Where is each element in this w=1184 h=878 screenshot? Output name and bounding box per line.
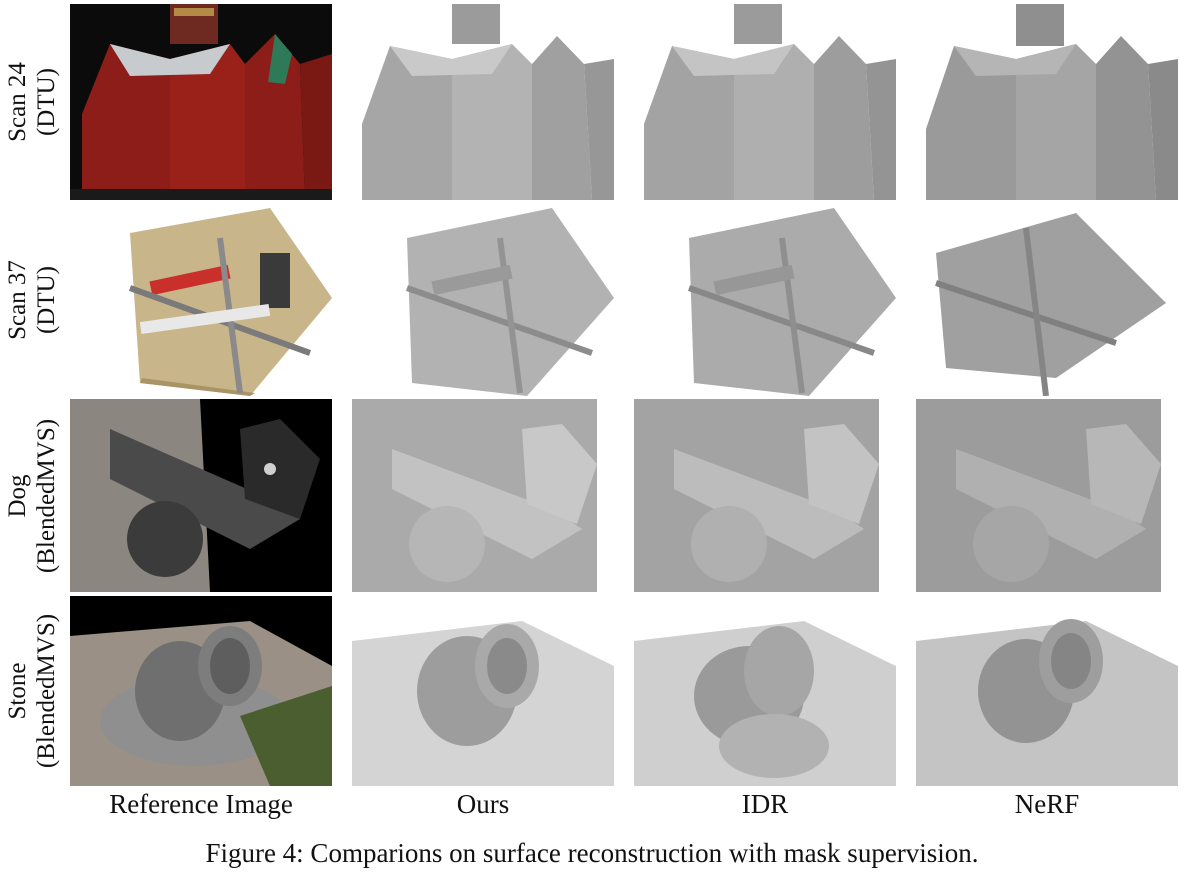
column-label-nerf: NeRF [1014,789,1080,819]
reference-image-stone [70,596,332,786]
render-idr-stone [634,596,896,786]
row-label-stone: Stone(BlendedMVS) [4,613,60,769]
render-ours-dog [352,399,614,592]
reference-image-scan37 [70,203,332,396]
reference-image-scan24 [70,4,332,200]
render-nerf-scan24 [916,4,1178,200]
reference-image-dog [70,399,332,592]
render-nerf-dog [916,399,1178,592]
render-ours-scan37 [352,203,614,396]
column-label-idr: IDR [741,789,789,819]
figure-caption: Figure 4: Comparions on surface reconstr… [205,838,979,868]
render-idr-scan37 [634,203,896,396]
row-label-scan37: Scan 37(DTU) [4,259,61,340]
render-ours-stone [352,596,614,786]
column-label-ours: Ours [456,789,510,819]
render-ours-scan24 [352,4,614,200]
render-idr-dog [634,399,896,592]
column-label-reference: Reference Image [109,789,293,819]
render-nerf-scan37 [916,203,1178,396]
row-label-dog: Dog(BlendedMVS) [4,418,60,573]
render-nerf-stone [916,596,1178,786]
row-label-scan24: Scan 24(DTU) [4,62,61,142]
render-idr-scan24 [634,4,896,200]
